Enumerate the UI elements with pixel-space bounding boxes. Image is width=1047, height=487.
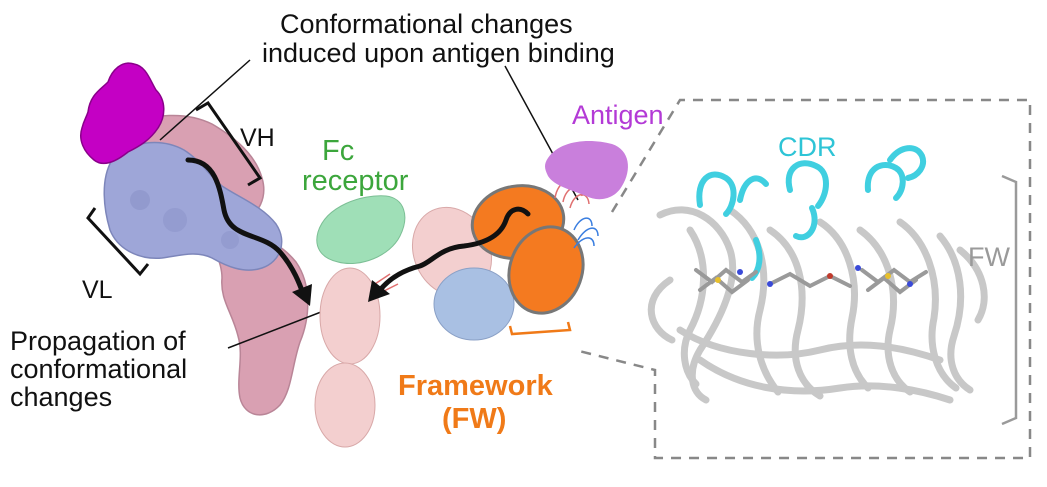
label-framework: Framework: [398, 370, 554, 402]
fw-ribbon-structure: [647, 206, 988, 404]
antigen-shape: [545, 140, 628, 200]
vl-surface-texture: [130, 190, 150, 210]
label-propagation-2: conformational: [10, 354, 187, 384]
stick-atoms: [715, 265, 913, 287]
schematic-antibody: [314, 140, 628, 448]
vl-surface-texture: [163, 208, 187, 232]
framework-bracket: [508, 321, 572, 336]
label-vh: VH: [240, 124, 275, 152]
label-fw: FW: [968, 242, 1010, 272]
caption-induced-upon-binding: induced upon antigen binding: [262, 38, 615, 68]
vl-surface-texture: [221, 231, 239, 249]
caption-pointer-left: [159, 59, 251, 141]
fc-receptor-shape: [316, 195, 406, 264]
vl-bracket: [86, 207, 150, 277]
cdr-loops-blue: [573, 217, 599, 249]
vh-bracket: [195, 101, 263, 187]
antibody-surface-model: [80, 62, 309, 416]
label-antigen: Antigen: [572, 100, 664, 130]
propagation-arrow-middle-head: [368, 280, 390, 302]
inset-border-dashed: [574, 98, 1032, 460]
label-propagation-3: changes: [10, 382, 112, 412]
framework-domain-lower: [507, 225, 585, 315]
fab-blue-domain: [433, 267, 515, 341]
antigen-surface: [80, 62, 165, 164]
fc-domain-lower: [314, 362, 376, 448]
heavy-chain-lower-surface: [212, 232, 309, 416]
fw-bracket: [1001, 174, 1018, 426]
structure-inset: [574, 98, 1032, 460]
fc-domain-upper: [319, 267, 381, 365]
label-receptor: receptor: [302, 165, 409, 197]
label-propagation-1: Propagation of: [10, 326, 186, 356]
label-fw-abbrev: (FW): [442, 403, 506, 435]
label-vl: VL: [82, 276, 113, 304]
propagation-arrow-left-head: [292, 284, 312, 306]
caption-conformational-changes: Conformational changes: [280, 9, 573, 39]
propagation-arrow-middle: [377, 206, 531, 293]
propagation-arrow-left: [185, 157, 307, 299]
label-fc: Fc: [322, 135, 354, 167]
label-cdr: CDR: [778, 132, 837, 162]
